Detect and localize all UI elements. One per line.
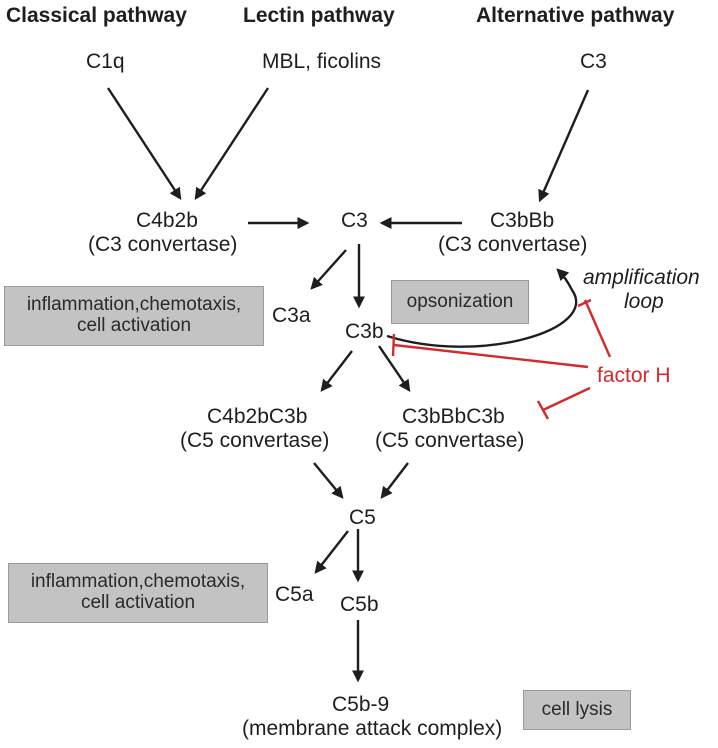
node-c3b: C3b: [345, 320, 384, 343]
node-c1q: C1q: [86, 50, 125, 73]
arrow-c1q-to-c4b2b: [106, 87, 182, 201]
node-c3bbb-label: (C3 convertase): [438, 233, 588, 256]
inhibition-bar-c3bbbc3b: [536, 400, 550, 420]
arrow-c4b2bc3b-to-c5: [313, 462, 344, 499]
effect-text-line1: inflammation,chemotaxis,: [26, 294, 242, 316]
header-alternative-pathway: Alternative pathway: [476, 4, 675, 27]
node-c5b9-label: (membrane attack complex): [242, 717, 503, 740]
effect-text: cell lysis: [541, 698, 613, 720]
node-c4b2b: C4b2b: [136, 209, 198, 232]
arrow-c3bbbc3b-to-c5: [380, 462, 409, 499]
effect-box-inflammation-c3a: inflammation,chemotaxis, cell activation: [4, 286, 264, 346]
inhibition-factorh-to-c3bbbc3b: [542, 386, 591, 412]
factor-h-label: factor H: [597, 364, 671, 387]
amplification-loop-arrow: [386, 268, 578, 348]
arrow-c3b-to-c4b2bc3b: [320, 350, 353, 392]
node-c3-alternative: C3: [580, 50, 607, 73]
node-c3: C3: [341, 209, 368, 232]
amplification-loop-label-line2: loop: [624, 290, 664, 313]
node-c5: C5: [349, 506, 376, 529]
node-c4b2b-label: (C3 convertase): [88, 233, 238, 256]
amplification-loop-label-line1: amplification: [583, 266, 700, 289]
node-c5b: C5b: [340, 593, 379, 616]
inhibition-bar-c3b: [391, 333, 396, 357]
inhibition-factorh-to-loop: [583, 299, 612, 358]
effect-box-opsonization: opsonization: [391, 280, 529, 324]
node-c5a: C5a: [275, 583, 314, 606]
node-c4b2bc3b-label: (C5 convertase): [180, 429, 330, 452]
node-c3bbbc3b-label: (C5 convertase): [375, 429, 525, 452]
node-c4b2bc3b: C4b2bC3b: [207, 405, 308, 428]
node-c5b9: C5b-9: [332, 693, 390, 716]
node-c3a: C3a: [272, 304, 311, 327]
header-lectin-pathway: Lectin pathway: [243, 4, 395, 27]
arrow-mbl-to-c4b2b: [194, 87, 270, 201]
effect-text: opsonization: [406, 290, 514, 312]
node-c3bbbc3b: C3bBbC3b: [402, 405, 505, 428]
effect-text-line2: cell activation: [80, 592, 196, 613]
arrow-c3b-to-c3bbbc3b: [378, 345, 411, 392]
arrow-c3-to-c3bbb: [538, 89, 590, 203]
effect-box-cell-lysis: cell lysis: [523, 690, 631, 730]
node-c3bbb: C3bBb: [490, 209, 555, 232]
inhibition-factorh-to-c3b: [393, 343, 589, 369]
arrow-c5-to-c5a: [314, 530, 349, 574]
inhibition-bar-loop: [577, 298, 592, 308]
header-classical-pathway: Classical pathway: [6, 4, 187, 27]
effect-box-inflammation-c5a: inflammation,chemotaxis, cell activation: [8, 563, 268, 623]
arrow-c3-to-c3a: [310, 249, 347, 290]
effect-text-line1: inflammation,chemotaxis,: [30, 571, 246, 593]
node-mbl-ficolins: MBL, ficolins: [262, 50, 382, 73]
effect-text-line2: cell activation: [76, 315, 192, 336]
